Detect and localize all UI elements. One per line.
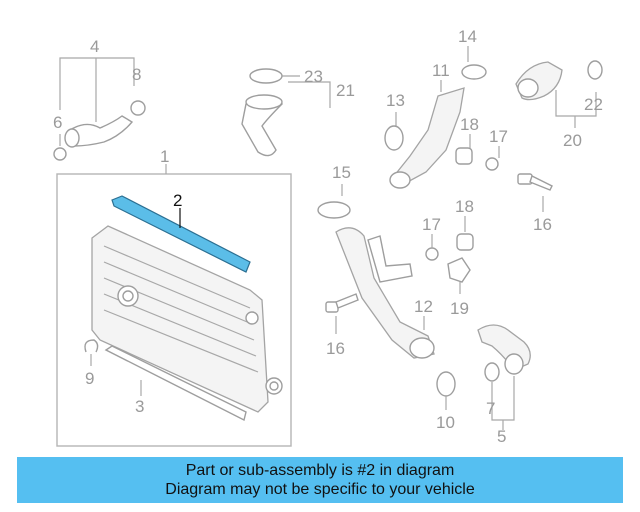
callout-1: 1 <box>160 147 169 166</box>
callout-11: 11 <box>432 61 450 80</box>
part-12-pipe <box>335 227 435 359</box>
callout-18-lower: 18 <box>455 197 474 216</box>
callout-3: 3 <box>135 397 144 416</box>
part-8-ring <box>130 100 146 116</box>
callout-2[interactable]: 2 <box>173 191 182 210</box>
part-11-pipe <box>393 87 465 185</box>
part-18-grommet-lower <box>456 233 474 251</box>
part-19-clip <box>447 257 471 283</box>
callout-13: 13 <box>386 91 405 110</box>
callout-5: 5 <box>497 427 506 446</box>
callout-22: 22 <box>584 95 603 114</box>
callout-23: 23 <box>304 67 323 86</box>
part-7-ring <box>484 362 500 382</box>
callout-19: 19 <box>450 299 469 318</box>
callout-6: 6 <box>53 113 62 132</box>
part-3-strip <box>104 345 247 422</box>
parts-diagram: 1 2 3 4 5 6 7 8 9 10 11 12 13 14 15 16 1… <box>53 27 603 447</box>
part-17-grommet-upper <box>485 157 499 171</box>
part-10-ring <box>436 371 456 397</box>
banner-line-2: Diagram may not be specific to your vehi… <box>165 481 475 498</box>
callout-18-upper: 18 <box>460 115 479 134</box>
callout-16-upper: 16 <box>533 215 552 234</box>
part-18-grommet-upper <box>455 147 473 165</box>
assembly-frame-1 <box>56 173 292 447</box>
callout-15: 15 <box>332 163 351 182</box>
callout-21: 21 <box>336 81 355 100</box>
callout-14: 14 <box>458 27 477 46</box>
callout-4: 4 <box>90 37 99 56</box>
part-4-hose <box>69 115 134 147</box>
callout-9: 9 <box>85 369 94 388</box>
callout-17-upper: 17 <box>489 127 508 146</box>
part-16-bolt-lower <box>325 293 359 313</box>
part-14-clamp <box>461 64 487 80</box>
part-13-ring <box>384 125 404 151</box>
callout-7: 7 <box>486 399 495 418</box>
callout-10: 10 <box>436 413 455 432</box>
part-15-clamp <box>317 201 351 219</box>
part-16-bolt-upper <box>517 173 553 191</box>
callout-8: 8 <box>132 65 141 84</box>
callout-16-lower: 16 <box>326 339 345 358</box>
callout-12: 12 <box>414 297 433 316</box>
banner-line-1: Part or sub-assembly is #2 in diagram <box>185 462 455 479</box>
callout-20: 20 <box>563 131 582 150</box>
info-banner: Part or sub-assembly is #2 in diagram Di… <box>17 457 623 503</box>
part-6-ring <box>53 147 67 161</box>
part-9-clip <box>84 339 99 353</box>
part-22-ring <box>587 60 603 80</box>
highlighted-part-2[interactable] <box>111 195 251 273</box>
part-17-grommet-lower <box>425 247 439 261</box>
intercooler-core <box>91 225 283 413</box>
part-23-clamp <box>249 68 283 84</box>
callout-17-lower: 17 <box>422 215 441 234</box>
